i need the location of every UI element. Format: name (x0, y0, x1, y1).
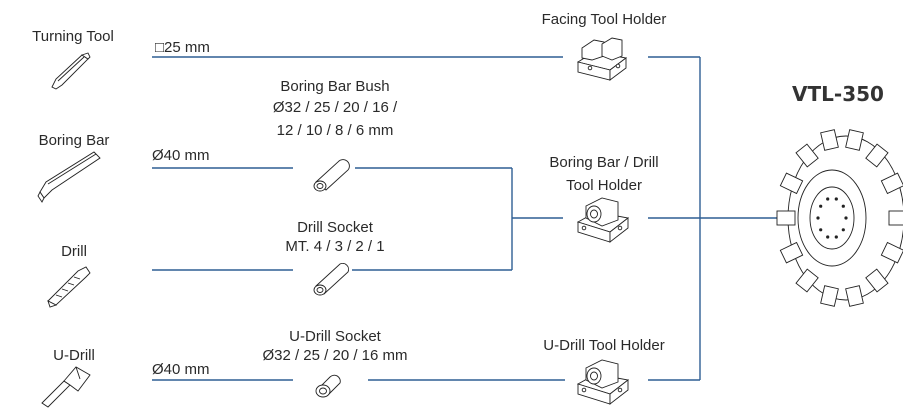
boring-bush-sizes-2: 12 / 10 / 8 / 6 mm (277, 122, 394, 139)
u-drill-icon (41, 366, 91, 408)
turret-station-block (820, 129, 839, 151)
turret-station-block (845, 285, 864, 307)
turret-bolt-hole (834, 197, 838, 201)
turret-station-block (845, 129, 864, 151)
connector-lines (152, 56, 780, 381)
turret-station-block (888, 210, 903, 226)
boring-bar-label: Boring Bar (39, 132, 110, 149)
boring-bush-title: Boring Bar Bush (280, 78, 389, 95)
turret-bolt-hole (819, 204, 823, 208)
boring-bush-sizes-1: Ø32 / 25 / 20 / 16 / (273, 99, 398, 116)
turret-station-block (795, 143, 819, 168)
turret-station-block (880, 172, 903, 195)
udrill-size-label: Ø40 mm (152, 361, 210, 378)
vtl-turret-icon (776, 129, 903, 307)
boring-holder-label-1: Boring Bar / Drill (549, 154, 658, 171)
facing-holder-label: Facing Tool Holder (542, 11, 667, 28)
udrill-socket-title: U-Drill Socket (289, 328, 382, 345)
turret-bolt-hole (819, 228, 823, 232)
turret-station-block (795, 268, 819, 293)
drill-label: Drill (61, 243, 87, 260)
turret-bolt-hole (816, 216, 820, 220)
facing-tool-holder-icon (576, 37, 628, 81)
drill-socket-sizes: MT. 4 / 3 / 2 / 1 (285, 238, 384, 255)
drill-icon (47, 266, 91, 308)
turret-bolt-hole (841, 204, 845, 208)
turret-station-block (779, 172, 804, 195)
drill-socket-title: Drill Socket (297, 219, 374, 236)
u-drill-socket-icon (315, 374, 341, 398)
turning-size-label: □25 mm (155, 39, 210, 56)
turret-station-block (779, 241, 804, 264)
turret-station-block (776, 210, 796, 226)
turret-bolt-hole (826, 197, 830, 201)
turret-station-block (865, 143, 889, 168)
boring-bar-bush-icon (313, 159, 350, 192)
udrill-socket-sizes: Ø32 / 25 / 20 / 16 mm (262, 347, 407, 364)
turret-station-block (820, 285, 839, 307)
u-drill-tool-holder-icon (576, 359, 630, 405)
udrill-holder-label: U-Drill Tool Holder (543, 337, 664, 354)
boring-bar-icon (37, 151, 101, 203)
boring-holder-label-2: Tool Holder (566, 177, 642, 194)
turning-tool-icon (51, 52, 91, 90)
turret-station-block (865, 268, 889, 293)
machine-title: VTL-350 (792, 82, 884, 106)
turret-bolt-hole (826, 235, 830, 239)
boring-size-label: Ø40 mm (152, 147, 210, 164)
turret-station-block (880, 241, 903, 264)
drill-socket-icon (313, 263, 349, 296)
turning-tool-label: Turning Tool (32, 28, 114, 45)
boring-drill-tool-holder-icon (576, 197, 630, 243)
turret-bolt-hole (844, 216, 848, 220)
u-drill-label: U-Drill (53, 347, 95, 364)
turret-bolt-hole (834, 235, 838, 239)
turret-bolt-hole (841, 228, 845, 232)
